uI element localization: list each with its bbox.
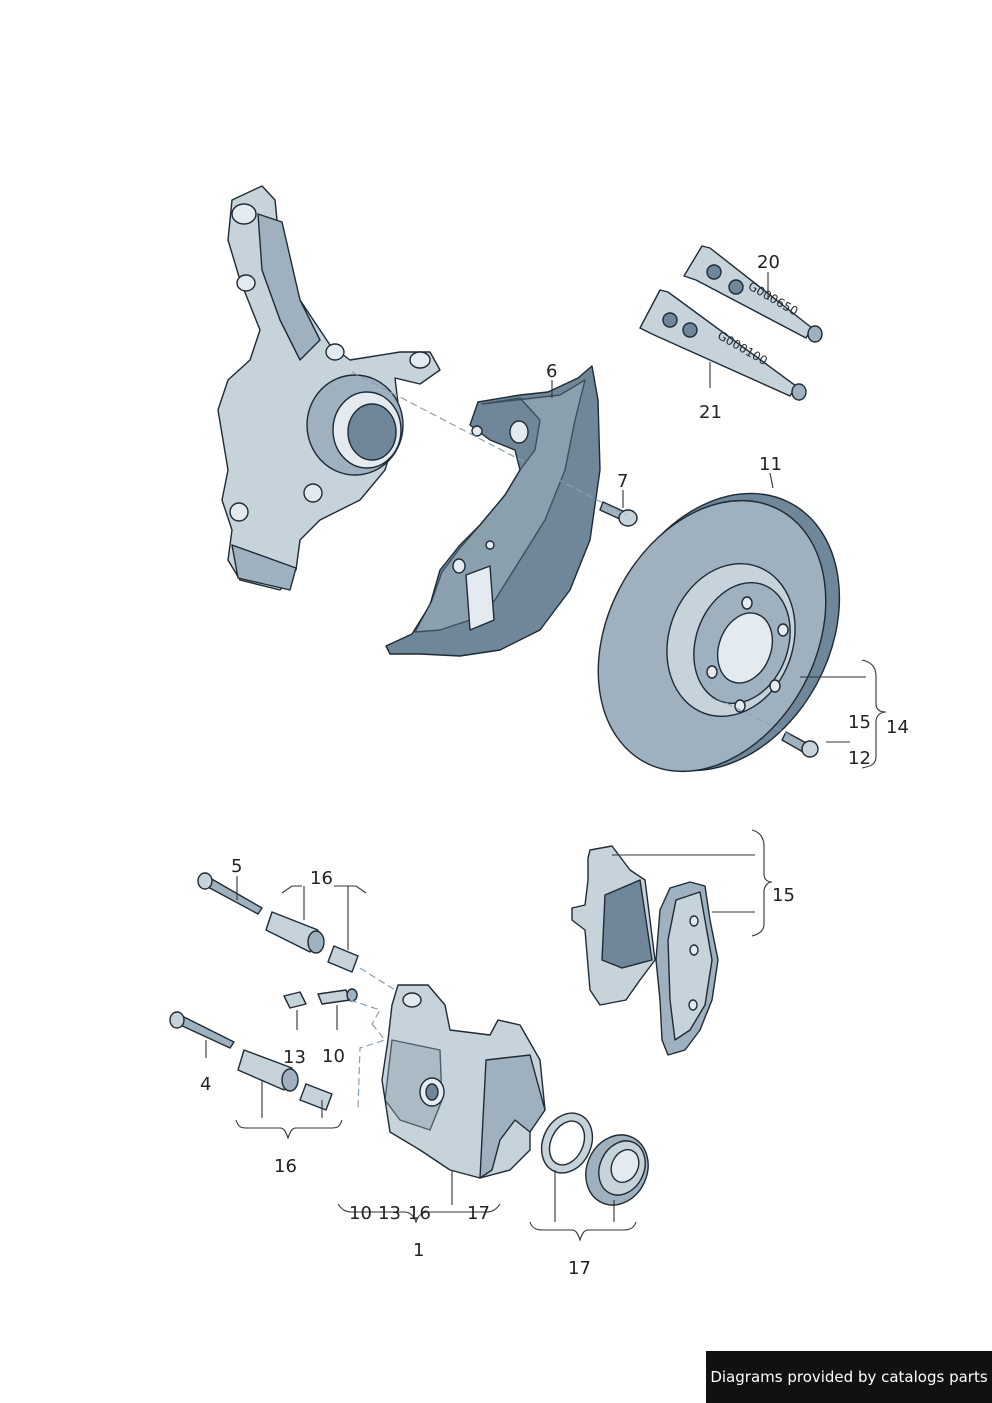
steering-knuckle bbox=[217, 185, 441, 591]
callout-5: 5 bbox=[231, 856, 242, 877]
watermark-text: Diagrams provided by catalogs parts bbox=[710, 1368, 988, 1386]
callout-15-disc: 15 bbox=[848, 712, 871, 733]
callout-13: 13 bbox=[283, 1047, 306, 1068]
callout-4: 4 bbox=[200, 1074, 211, 1095]
brake-pad-inner bbox=[655, 881, 719, 1056]
callout-14: 14 bbox=[886, 717, 909, 738]
guide-bushing-upper bbox=[265, 911, 325, 954]
callout-15-pads: 15 bbox=[772, 885, 795, 906]
guide-bolt-upper bbox=[197, 872, 263, 915]
disc-screw bbox=[781, 731, 819, 758]
callout-1-sub-16: 16 bbox=[408, 1203, 431, 1224]
callout-12: 12 bbox=[848, 748, 871, 769]
guide-bushing-lower bbox=[237, 1049, 299, 1092]
brake-pad-outer bbox=[571, 845, 656, 1006]
shield-bolt bbox=[599, 501, 638, 527]
leader-lines bbox=[205, 272, 887, 1242]
callout-11: 11 bbox=[759, 454, 782, 475]
watermark-banner: Diagrams provided by catalogs parts bbox=[706, 1351, 992, 1403]
splash-shield bbox=[385, 365, 601, 657]
callout-20: 20 bbox=[757, 252, 780, 273]
brake-disc bbox=[597, 492, 841, 773]
bleed-screw bbox=[317, 988, 358, 1005]
guide-sleeve-upper bbox=[327, 945, 359, 973]
guide-bolt-lower bbox=[169, 1011, 235, 1049]
callout-1-sub-10: 10 bbox=[349, 1203, 372, 1224]
callout-1-sub-17: 17 bbox=[467, 1203, 490, 1224]
callout-labels: 6 7 11 20 21 15 14 12 15 5 16 13 10 4 16… bbox=[200, 252, 909, 1279]
piston-seal-ring bbox=[540, 1112, 594, 1174]
callout-16-upper: 16 bbox=[310, 868, 333, 889]
brake-caliper bbox=[381, 984, 546, 1179]
assembly-lines bbox=[349, 371, 791, 1111]
callout-10: 10 bbox=[322, 1046, 345, 1067]
callout-21: 21 bbox=[699, 402, 722, 423]
callout-6: 6 bbox=[546, 361, 557, 382]
piston-dust-boot bbox=[585, 1134, 649, 1206]
bleed-cap bbox=[283, 991, 307, 1009]
callout-1-sub-13: 13 bbox=[378, 1203, 401, 1224]
callout-16-lower: 16 bbox=[274, 1156, 297, 1177]
guide-sleeve-lower bbox=[299, 1083, 333, 1111]
callout-17: 17 bbox=[568, 1258, 591, 1279]
callout-7: 7 bbox=[617, 471, 628, 492]
callout-1: 1 bbox=[413, 1240, 424, 1261]
